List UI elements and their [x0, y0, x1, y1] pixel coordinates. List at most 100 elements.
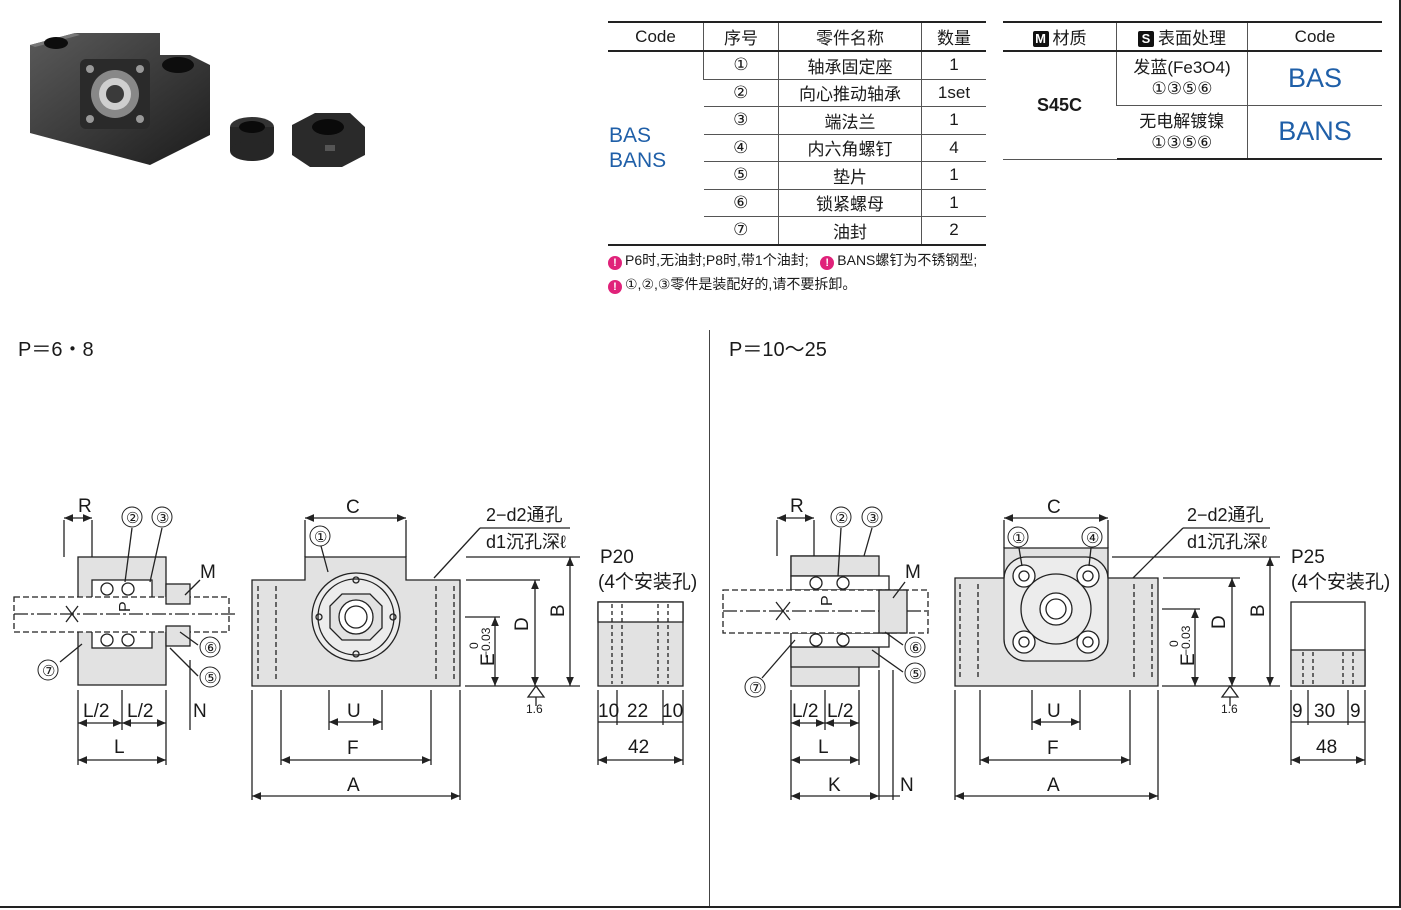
svg-text:10: 10 [598, 701, 619, 722]
svg-text:1.6: 1.6 [1221, 702, 1238, 716]
col-qty: 数量 [921, 21, 986, 52]
svg-text:2−d2通孔: 2−d2通孔 [1187, 505, 1264, 525]
material-tag-icon: M [1032, 31, 1049, 47]
warning-icon: ! [820, 256, 835, 270]
svg-text:②: ② [835, 510, 848, 527]
svg-text:1.6: 1.6 [526, 702, 543, 716]
table-row: 无电解镀镍 ①③⑤⑥ BANS [1003, 105, 1382, 160]
left-mount-labels: P20 (4个安装孔) 10 22 10 42 [598, 547, 697, 758]
left-side-labels: R ② ③ M P ⑥ ⑤ ⑦ L/2 L/2 N L [37, 496, 221, 758]
part-name: 锁紧螺母 [778, 189, 922, 217]
svg-text:(4个安装孔): (4个安装孔) [598, 571, 697, 593]
svg-text:①: ① [1012, 530, 1025, 547]
svg-text:K: K [828, 775, 841, 796]
surface-code: BANS [1247, 105, 1382, 160]
right-drawing-title: P＝10～25 [729, 339, 827, 361]
svg-text:L/2: L/2 [827, 701, 853, 722]
right-front-view [954, 514, 1280, 800]
svg-text:③: ③ [866, 510, 879, 527]
svg-text:42: 42 [628, 737, 649, 758]
note-line-1: !P6时,无油封;P8时,带1个油封; !BANS螺钉为不锈钢型; [608, 250, 977, 270]
part-name: 内六角螺钉 [778, 134, 922, 162]
svg-text:d1沉孔深ℓ: d1沉孔深ℓ [1187, 532, 1267, 552]
svg-text:P: P [819, 595, 836, 606]
parts-table-header: Code 序号 零件名称 数量 [608, 21, 986, 52]
table-row: BAS BANS ① 轴承固定座 1 [608, 51, 986, 246]
part-name: 油封 [778, 216, 922, 246]
left-mount-view [597, 601, 684, 765]
part-qty: 1 [921, 189, 986, 217]
svg-text:E: E [1178, 653, 1199, 666]
part-name: 垫片 [778, 161, 922, 190]
code-bas: BAS [609, 123, 652, 147]
warning-icon: ! [608, 280, 622, 294]
col-name: 零件名称 [778, 21, 922, 52]
surface-cell: 无电解镀镍 ①③⑤⑥ [1116, 105, 1248, 160]
svg-text:M: M [905, 562, 921, 583]
svg-text:C: C [346, 497, 360, 518]
svg-text:④: ④ [1086, 530, 1099, 547]
svg-text:9: 9 [1292, 701, 1303, 722]
part-qty: 4 [921, 134, 986, 162]
svg-text:10: 10 [662, 701, 683, 722]
note-line-2: !①,②,③零件是装配好的,请不要拆卸。 [608, 274, 856, 294]
col-no: 序号 [703, 21, 779, 52]
svg-text:③: ③ [156, 510, 169, 527]
svg-text:F: F [1047, 738, 1059, 759]
svg-text:C: C [1047, 497, 1061, 518]
svg-text:N: N [900, 775, 914, 796]
svg-text:L/2: L/2 [83, 701, 109, 722]
part-no: ③ [703, 106, 779, 135]
svg-text:0: 0 [1167, 640, 1181, 647]
svg-text:②: ② [126, 510, 139, 527]
part-no: ② [703, 79, 779, 107]
surface-cell: 发蓝(Fe3O4) ①③⑤⑥ [1116, 51, 1248, 106]
svg-text:L/2: L/2 [127, 701, 153, 722]
svg-text:22: 22 [627, 701, 648, 722]
svg-text:⑤: ⑤ [909, 666, 922, 683]
surface-name: 发蓝(Fe3O4) [1133, 58, 1231, 78]
svg-text:D: D [512, 617, 533, 631]
svg-text:P25: P25 [1291, 547, 1325, 568]
svg-text:L: L [114, 737, 125, 758]
svg-text:R: R [790, 496, 804, 517]
svg-text:−0.03: −0.03 [1179, 625, 1193, 656]
svg-text:−0.03: −0.03 [479, 627, 493, 658]
svg-text:⑥: ⑥ [204, 640, 217, 657]
part-qty: 1 [921, 161, 986, 190]
col-code: Code [608, 21, 704, 52]
table-row: ② 向心推动轴承 1set [608, 79, 986, 107]
table-row: ③ 端法兰 1 [608, 106, 986, 135]
table-row: S45C 发蓝(Fe3O4) ①③⑤⑥ BAS [1003, 51, 1382, 160]
svg-text:⑦: ⑦ [42, 663, 55, 680]
svg-text:D: D [1209, 615, 1230, 629]
svg-text:L: L [818, 737, 829, 758]
left-front-labels: C ① 2−d2通孔 d1沉孔深ℓ U F A E 0 −0.03 D B 1.… [309, 497, 569, 796]
svg-text:⑤: ⑤ [204, 670, 217, 687]
table-row: ④ 内六角螺钉 4 [608, 134, 986, 162]
svg-text:A: A [347, 775, 360, 796]
left-front-view [251, 514, 580, 800]
part-no: ⑥ [703, 189, 779, 217]
svg-text:B: B [1248, 604, 1269, 617]
surface-parts: ①③⑤⑥ [1151, 132, 1213, 152]
svg-text:⑥: ⑥ [909, 640, 922, 657]
svg-text:48: 48 [1316, 737, 1337, 758]
surface-name: 无电解镀镍 [1139, 111, 1225, 131]
right-side-section [722, 514, 930, 800]
svg-text:L/2: L/2 [792, 701, 818, 722]
svg-text:2−d2通孔: 2−d2通孔 [486, 505, 563, 525]
part-qty: 1 [921, 51, 986, 80]
table-row: ⑥ 锁紧螺母 1 [608, 189, 986, 217]
svg-text:R: R [78, 496, 92, 517]
svg-text:P20: P20 [600, 547, 634, 568]
right-front-labels: C ① ④ 2−d2通孔 d1沉孔深ℓ U F A E 0 −0.03 D B … [1007, 497, 1269, 796]
right-side-labels: R ② ③ M P ⑥ ⑤ ⑦ L/2 L/2 L K N [744, 496, 926, 796]
product-photo [30, 33, 365, 167]
svg-text:B: B [548, 604, 569, 617]
svg-text:9: 9 [1350, 701, 1361, 722]
part-name: 向心推动轴承 [778, 79, 922, 107]
